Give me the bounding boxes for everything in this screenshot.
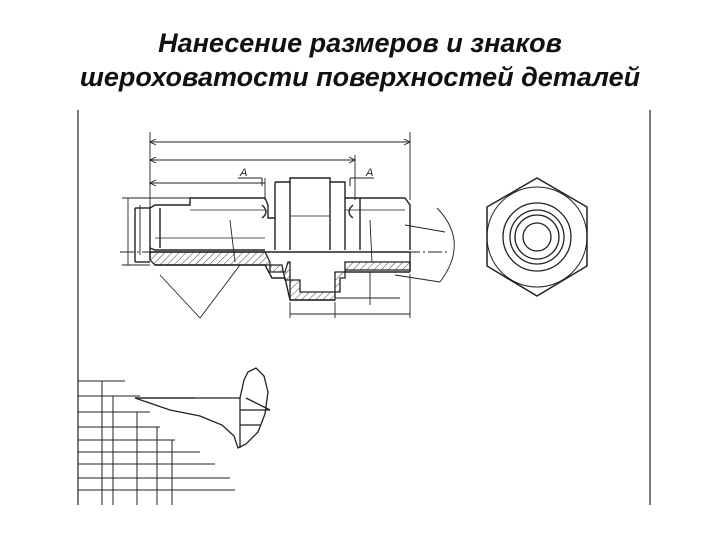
part-end-view <box>486 177 588 297</box>
section-marks <box>238 177 374 186</box>
drawing-frame <box>77 110 651 505</box>
slide-title-line-1: Нанесение размеров и знаков <box>158 28 562 58</box>
section-label-a-left: А <box>239 167 247 179</box>
hatched-section <box>149 251 411 301</box>
dimension-lines <box>122 132 455 319</box>
part-side-view <box>120 177 450 301</box>
slide-title: Нанесение размеров и знаков шероховатост… <box>0 26 720 94</box>
title-block-grid <box>78 380 235 505</box>
broken-out-detail-view <box>134 367 271 449</box>
section-label-a-right: А <box>365 167 373 179</box>
chamfer-circle <box>486 186 588 288</box>
slide-title-line-2: шероховатости поверхностей деталей <box>79 62 641 92</box>
hexagon-outline <box>486 177 588 297</box>
